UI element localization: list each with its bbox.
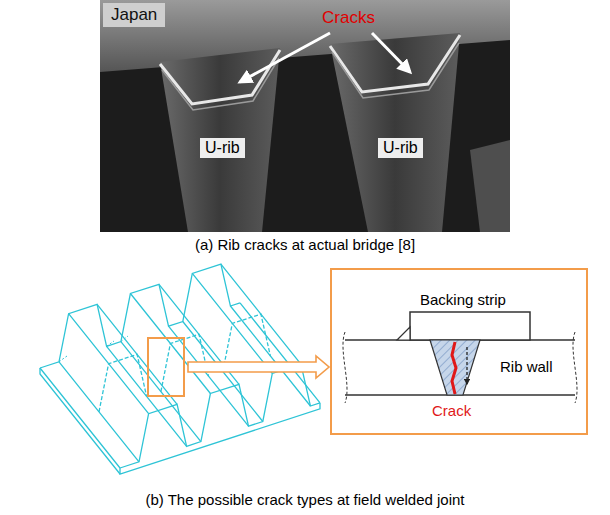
rib-wall-plate — [345, 340, 575, 395]
hidden-line — [59, 336, 128, 362]
node-text: Japan — [111, 5, 157, 25]
region-tag: Japan — [103, 3, 165, 27]
crack-direction — [466, 347, 467, 384]
zoom-frame — [148, 338, 184, 396]
field-joint — [99, 354, 147, 411]
weld-seam — [162, 58, 279, 110]
part-name: Backing strip — [420, 291, 506, 308]
crack-callout: Cracks — [322, 8, 375, 28]
part-name: Rib wall — [500, 358, 553, 375]
zoom-indicator — [148, 338, 329, 396]
crack-name: Crack — [432, 402, 471, 419]
backing-strip — [410, 312, 530, 340]
zoom-arrow — [188, 356, 329, 378]
figure-caption: (a) Rib cracks at actual bridge [8] — [0, 236, 610, 253]
part-tag: U-rib — [378, 138, 423, 158]
crack-pointer — [372, 33, 410, 72]
rib-profile — [120, 364, 320, 468]
u-rib-photo — [330, 33, 460, 232]
joint-detail — [343, 312, 577, 403]
deck-plate-edge — [40, 368, 120, 474]
bridge-photo — [100, 0, 510, 232]
weld-seam — [160, 50, 280, 104]
butt-weld — [430, 340, 480, 395]
break-line — [343, 332, 577, 403]
deck-plate-edge — [120, 403, 320, 474]
node-text: U-rib — [205, 139, 240, 157]
u-rib-photo — [160, 48, 280, 232]
crack-line — [452, 342, 456, 394]
crack-pointer — [240, 33, 330, 82]
weld-seam — [330, 35, 460, 92]
photo-shadow — [470, 140, 510, 232]
part-tag: U-rib — [200, 138, 245, 158]
weld-seam — [332, 43, 459, 98]
fillet-weld — [397, 327, 410, 340]
figure-caption: (b) The possible crack types at field we… — [0, 491, 610, 508]
photo-ground — [100, 0, 510, 232]
node-text: U-rib — [383, 139, 418, 157]
detail-box: Backing stripRib wallCrack — [330, 268, 588, 435]
